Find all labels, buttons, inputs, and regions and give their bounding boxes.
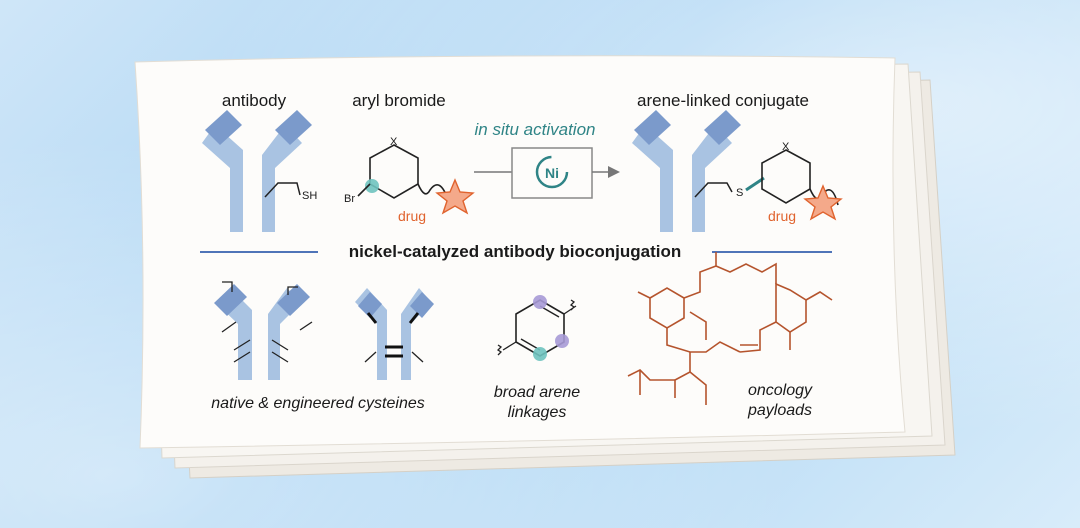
heading-aryl-bromide: aryl bromide	[352, 91, 446, 110]
center-title: nickel-catalyzed antibody bioconjugation	[348, 242, 682, 261]
panel-cysteines: native & engineered cysteines	[211, 395, 425, 412]
payload-structure	[627, 252, 833, 405]
nickel-label: Ni	[545, 165, 559, 181]
heading-in-situ-activation: in situ activation	[474, 120, 596, 139]
paper-stack	[134, 55, 956, 479]
panel-arene-line2: linkages	[507, 404, 567, 421]
antibody-cysteine-engineered	[355, 288, 434, 380]
panel-arene-line1: broad arene	[493, 384, 581, 401]
panel-payload-line2: payloads	[747, 402, 813, 419]
drug-label-left: drug	[398, 208, 427, 224]
arene-structure	[496, 295, 577, 361]
drug-label-right: drug	[768, 208, 797, 224]
heading-antibody: antibody	[221, 91, 287, 110]
antibody-top-left	[202, 110, 312, 232]
thiol-label: SH	[302, 190, 318, 202]
antibody-cysteine-native	[214, 281, 313, 380]
activation-arrow	[474, 147, 620, 199]
bromine-label: Br	[344, 193, 355, 205]
x-label-right: X	[782, 141, 790, 153]
aryl-bromide-structure	[357, 144, 475, 215]
x-label-left: X	[390, 136, 398, 148]
sulfur-label: S	[736, 187, 744, 199]
heading-arene-linked-conjugate: arene-linked conjugate	[636, 91, 810, 110]
panel-payload-line1: oncology	[747, 382, 813, 399]
antibody-top-right	[632, 110, 843, 232]
